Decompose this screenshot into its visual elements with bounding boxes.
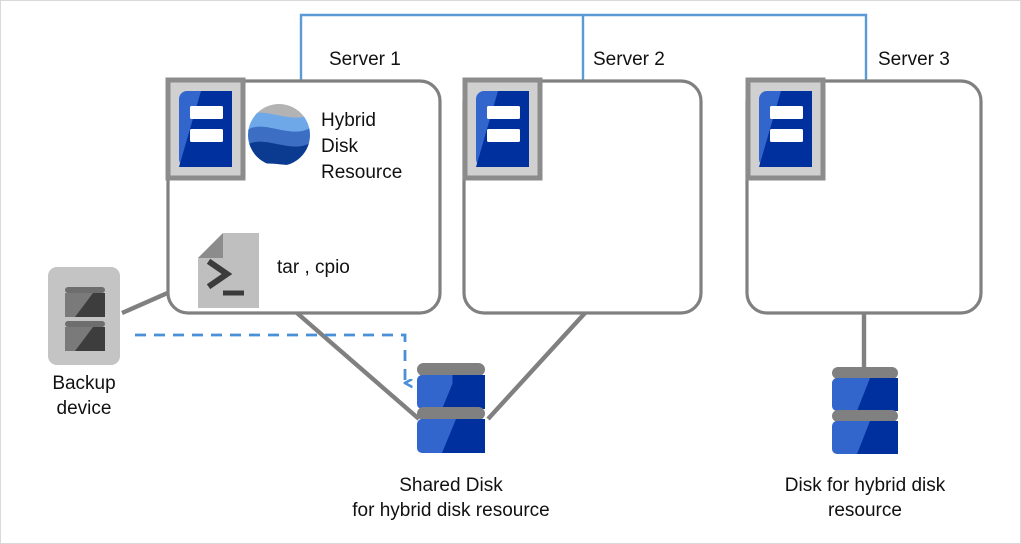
server-box-3 [745,79,983,315]
connector-server1-shared-disk [295,311,421,421]
server-icon-group-1 [165,77,246,181]
script-file-icon [198,233,259,308]
server3-disk-label-line2: resource [828,500,902,521]
backup-device-icon [48,267,120,365]
tar-cpio-label: tar , cpio [277,257,350,278]
server-icon-group-3 [745,77,826,181]
server-3-label: Server 3 [878,49,950,70]
shared-disk-icon [417,363,485,453]
backup-data-flow-arrow [135,333,405,383]
server3-disk-icon [832,367,898,454]
backup-device-label-line1: Backup [52,373,116,394]
connector-backup-device-script [121,270,214,316]
server3-disk-label-line1: Disk for hybrid disk [784,475,946,496]
server-icon-group-2 [462,77,543,181]
connector-server2-shared-disk [486,311,587,421]
server-box-2 [462,79,703,315]
connector-lines [121,270,867,421]
hybrid-disk-resource-label: Hybrid Disk Resource [321,110,403,183]
shared-disk-label-line2: for hybrid disk resource [352,500,550,521]
server-1-label: Server 1 [329,49,401,70]
server-2-label: Server 2 [593,49,665,70]
backup-device-label-line2: device [56,398,112,419]
globe-icon [248,104,310,166]
shared-disk-label-line1: Shared Disk [399,475,503,496]
